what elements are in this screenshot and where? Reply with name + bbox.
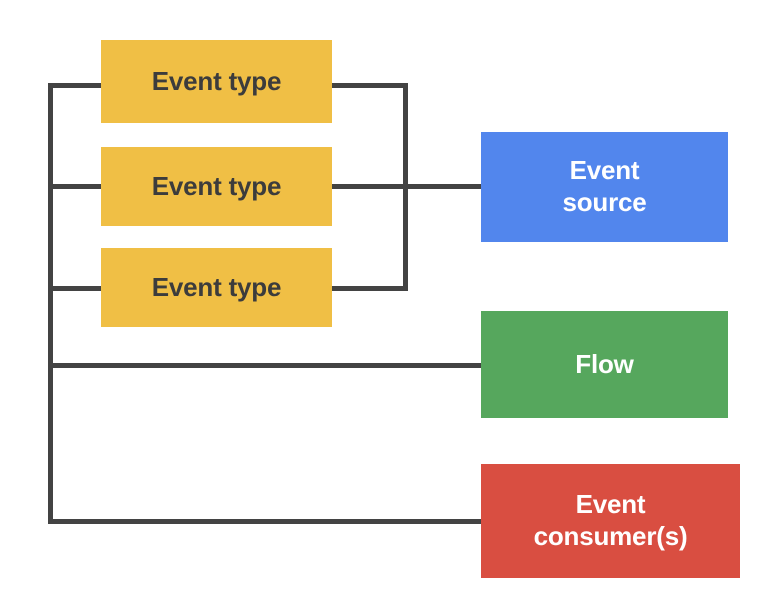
node-label-event-type-2: Event type bbox=[151, 170, 282, 201]
connector-branch-event-type-3-right bbox=[330, 286, 408, 291]
node-event-type-1[interactable]: Event type bbox=[101, 40, 332, 123]
connector-link-to-event-source bbox=[403, 184, 483, 189]
connector-branch-event-type-2-left bbox=[48, 184, 104, 189]
node-event-type-2[interactable]: Event type bbox=[101, 147, 332, 226]
connector-branch-event-type-1-right bbox=[330, 83, 408, 88]
node-label-flow: Flow bbox=[575, 348, 634, 379]
connector-branch-event-type-1-left bbox=[48, 83, 104, 88]
connector-link-to-event-consumer bbox=[48, 519, 483, 524]
connector-trunk-vertical bbox=[48, 83, 53, 524]
node-label-event-type-1: Event type bbox=[151, 65, 282, 96]
connector-link-to-flow bbox=[48, 363, 483, 368]
node-label-event-type-3: Event type bbox=[151, 271, 282, 302]
node-flow[interactable]: Flow bbox=[481, 311, 728, 418]
connector-branch-event-type-2-right bbox=[330, 184, 408, 189]
connector-branch-event-type-3-left bbox=[48, 286, 104, 291]
node-event-type-3[interactable]: Event type bbox=[101, 248, 332, 327]
